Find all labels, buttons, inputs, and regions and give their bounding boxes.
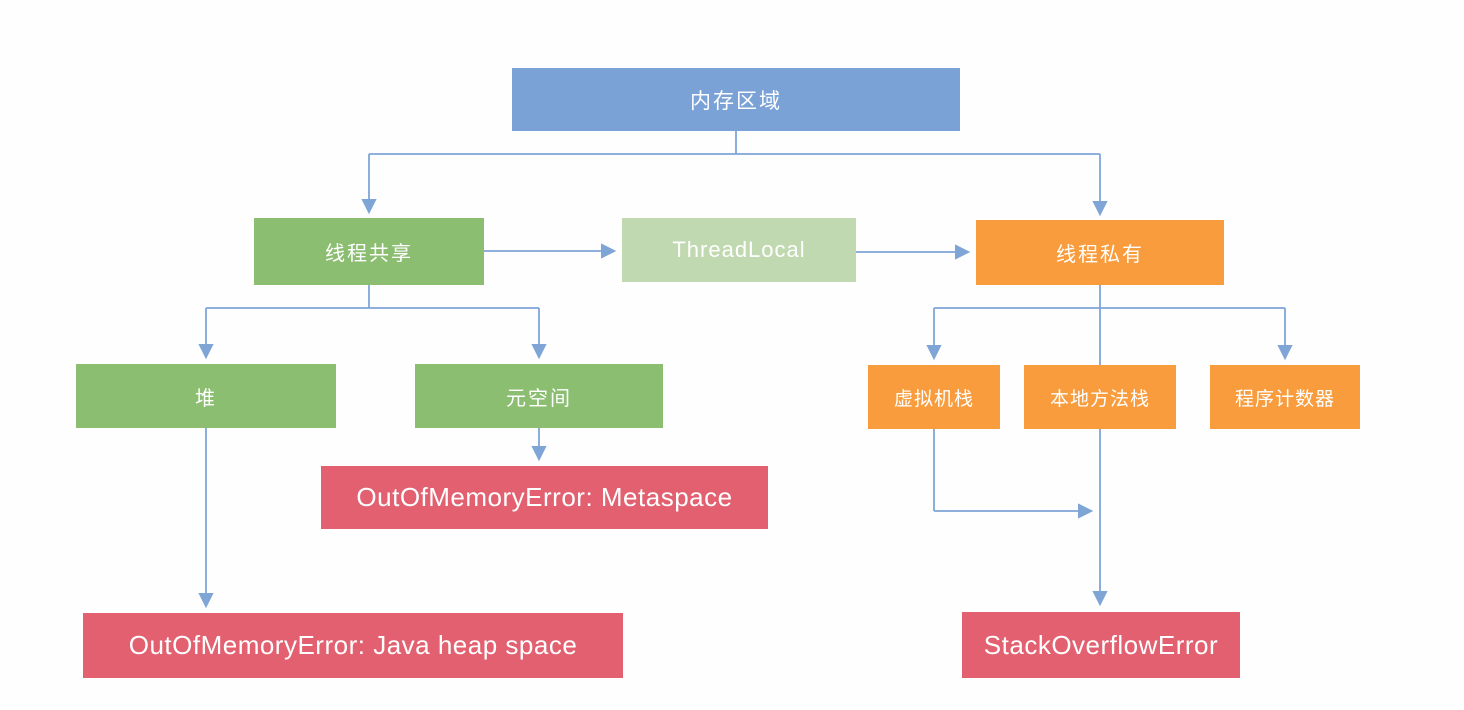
- node-stack-overflow: StackOverflowError: [962, 612, 1240, 678]
- node-thread-private: 线程私有: [976, 220, 1224, 285]
- node-thread-shared: 线程共享: [254, 218, 484, 285]
- node-heap: 堆: [76, 364, 336, 428]
- node-thread-local: ThreadLocal: [622, 218, 856, 282]
- node-oom-metaspace: OutOfMemoryError: Metaspace: [321, 466, 768, 529]
- node-memory-region: 内存区域: [512, 68, 960, 131]
- node-vm-stack: 虚拟机栈: [868, 365, 1000, 429]
- node-oom-heap: OutOfMemoryError: Java heap space: [83, 613, 623, 678]
- node-metaspace: 元空间: [415, 364, 663, 428]
- node-program-counter: 程序计数器: [1210, 365, 1360, 429]
- node-native-method-stack: 本地方法栈: [1024, 365, 1176, 429]
